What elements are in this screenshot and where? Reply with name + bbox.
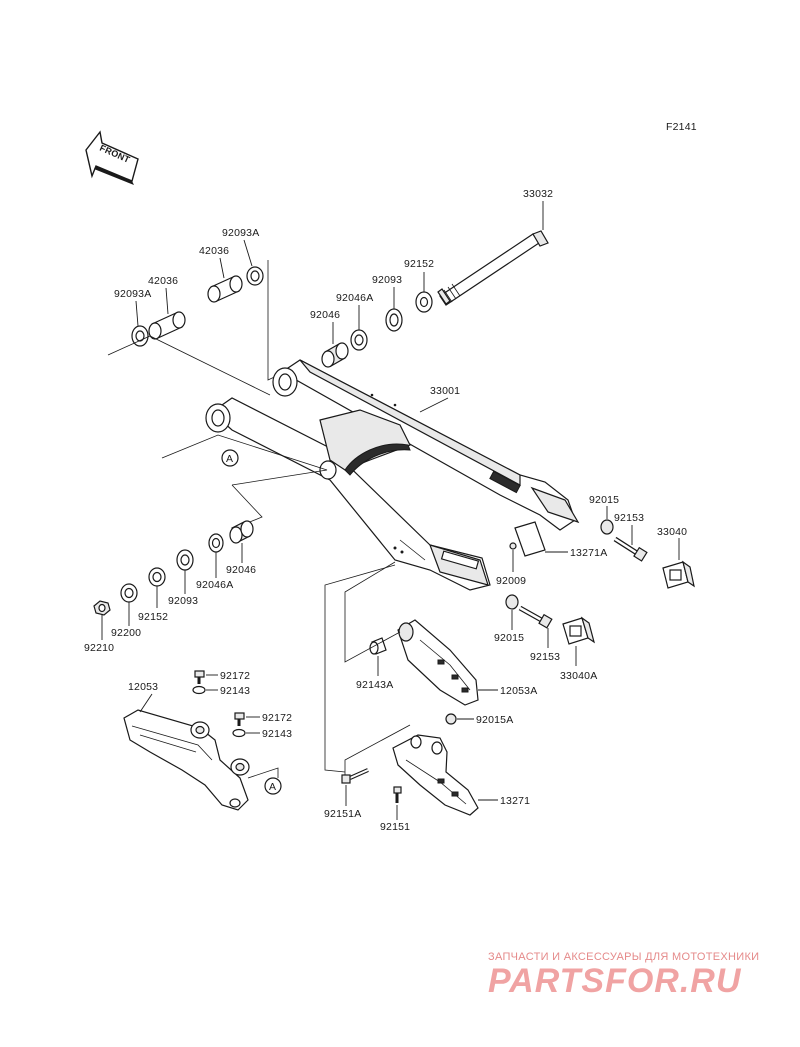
label-92009: 92009 — [496, 575, 526, 587]
label-42036-lower: 42036 — [148, 275, 178, 287]
nut-92015-right — [600, 519, 614, 535]
pin-92009 — [509, 542, 517, 550]
front-arrow-icon: FRONT — [85, 130, 139, 185]
screw-92172-lower — [234, 712, 245, 726]
sleeve-42036-lower — [148, 311, 186, 340]
label-92046a-upper: 92046A — [336, 292, 373, 304]
collar-92143-upper — [192, 685, 206, 695]
label-92015-right: 92015 — [589, 494, 619, 506]
label-92200: 92200 — [111, 627, 141, 639]
label-92151: 92151 — [380, 821, 410, 833]
bolt-92153-right — [613, 536, 648, 562]
label-92152-right: 92152 — [404, 258, 434, 270]
label-92093-right: 92093 — [372, 274, 402, 286]
label-13271a: 13271A — [570, 547, 607, 559]
ref-label-a-bottom: A — [269, 781, 276, 793]
label-33040a: 33040A — [560, 670, 597, 682]
bearing-92046-upper — [321, 342, 349, 368]
watermark-logo: PARTSFOR.RU — [488, 962, 742, 1000]
label-33001: 33001 — [430, 385, 460, 397]
chain-guard-12053 — [123, 709, 250, 811]
label-92152-lower: 92152 — [138, 611, 168, 623]
label-92093-lower: 92093 — [168, 595, 198, 607]
label-92153-mid: 92153 — [530, 651, 560, 663]
label-92093a-top: 92093A — [222, 227, 259, 239]
label-42036-upper: 42036 — [199, 245, 229, 257]
label-92015-mid: 92015 — [494, 632, 524, 644]
watermark-tagline: ЗАПЧАСТИ И АКСЕССУАРЫ ДЛЯ МОТОТЕХНИКИ — [488, 951, 760, 963]
chain-guide-12053a — [397, 619, 479, 706]
label-13271: 13271 — [500, 795, 530, 807]
label-92143-lower: 92143 — [262, 728, 292, 740]
bearing-92046-lower — [229, 520, 254, 544]
collar-92143-lower — [232, 728, 246, 738]
label-92172-lower: 92172 — [262, 712, 292, 724]
nut-92015a — [445, 713, 457, 725]
label-92172-upper: 92172 — [220, 670, 250, 682]
collar-92143a — [369, 637, 387, 655]
label-12053: 12053 — [128, 681, 158, 693]
label-92210: 92210 — [84, 642, 114, 654]
label-92151a: 92151A — [324, 808, 361, 820]
label-92143a: 92143A — [356, 679, 393, 691]
nut-92015-mid — [505, 594, 519, 610]
label-92153-right: 92153 — [614, 512, 644, 524]
bolt-92151a — [341, 768, 369, 784]
label-92046-upper: 92046 — [310, 309, 340, 321]
block-33040 — [662, 560, 695, 589]
swingarm-33001 — [205, 359, 580, 591]
bolt-92151 — [393, 786, 402, 803]
plate-13271a — [514, 521, 546, 557]
axle-33032 — [437, 230, 549, 306]
label-92046-lower: 92046 — [226, 564, 256, 576]
figure-code: F2141 — [666, 121, 697, 133]
sleeve-42036-upper — [207, 275, 243, 303]
ref-marker-a-bottom — [264, 777, 282, 795]
block-33040a — [562, 616, 595, 645]
label-92046a-lower: 92046A — [196, 579, 233, 591]
plate-13271 — [392, 734, 479, 816]
ref-label-a-top: A — [226, 453, 233, 465]
label-92093a-lower: 92093A — [114, 288, 151, 300]
ref-marker-a-top — [221, 449, 239, 467]
label-33040: 33040 — [657, 526, 687, 538]
label-92143-upper: 92143 — [220, 685, 250, 697]
label-92015a: 92015A — [476, 714, 513, 726]
label-12053a: 12053A — [500, 685, 537, 697]
label-33032: 33032 — [523, 188, 553, 200]
screw-92172-upper — [194, 670, 205, 684]
bolt-92153-mid — [518, 605, 553, 629]
